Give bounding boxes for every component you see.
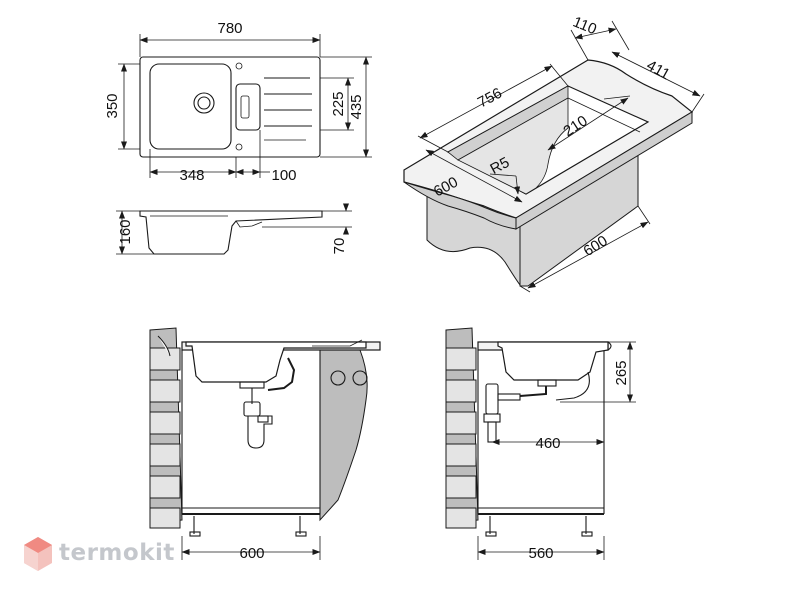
bowl-outline [149, 63, 232, 150]
top-view: 780 350 225 435 348 100 [104, 20, 372, 184]
dim-100: 100 [271, 167, 296, 184]
dim-780: 780 [217, 20, 242, 37]
worktop-side-edge [515, 111, 693, 230]
sink-profile [139, 210, 323, 255]
dim-460: 460 [535, 435, 560, 452]
outlet-hole-icon [330, 370, 346, 386]
dim-225: 225 [330, 91, 347, 116]
cabinet-front-panel [426, 187, 521, 287]
dim-348: 348 [179, 167, 204, 184]
side-profile-view: 160 70 [116, 203, 352, 255]
side-install-view: 265 460 560 [445, 327, 636, 562]
sink-outline [139, 56, 321, 158]
sink-front [185, 341, 367, 383]
dim-600-front: 600 [239, 545, 264, 562]
termokit-logo-text: termokit [59, 540, 175, 566]
dim-350: 350 [104, 93, 121, 118]
dim-560: 560 [528, 545, 553, 562]
drain-inner [197, 96, 211, 110]
front-install-view: 600 [149, 327, 381, 562]
dim-70: 70 [331, 238, 348, 255]
drain-outer [193, 92, 215, 114]
overflow-slot [240, 95, 250, 119]
overflow-hole-icon [235, 143, 243, 151]
dim-110: 110 [570, 13, 599, 38]
outlet-hole-icon [352, 370, 368, 386]
dim-265: 265 [613, 360, 630, 385]
overflow-box [235, 83, 261, 131]
cutout-isometric-view: 110 756 411 210 R5 600 600 [403, 13, 705, 293]
dim-160: 160 [117, 219, 134, 244]
cabinet-side-panel-right [319, 349, 368, 522]
dim-756: 756 [475, 85, 505, 112]
tap-hole-icon [235, 62, 243, 70]
dim-435: 435 [348, 94, 365, 119]
sink-side [497, 341, 609, 381]
dim-411: 411 [644, 57, 673, 83]
termokit-logo-icon [24, 537, 52, 571]
